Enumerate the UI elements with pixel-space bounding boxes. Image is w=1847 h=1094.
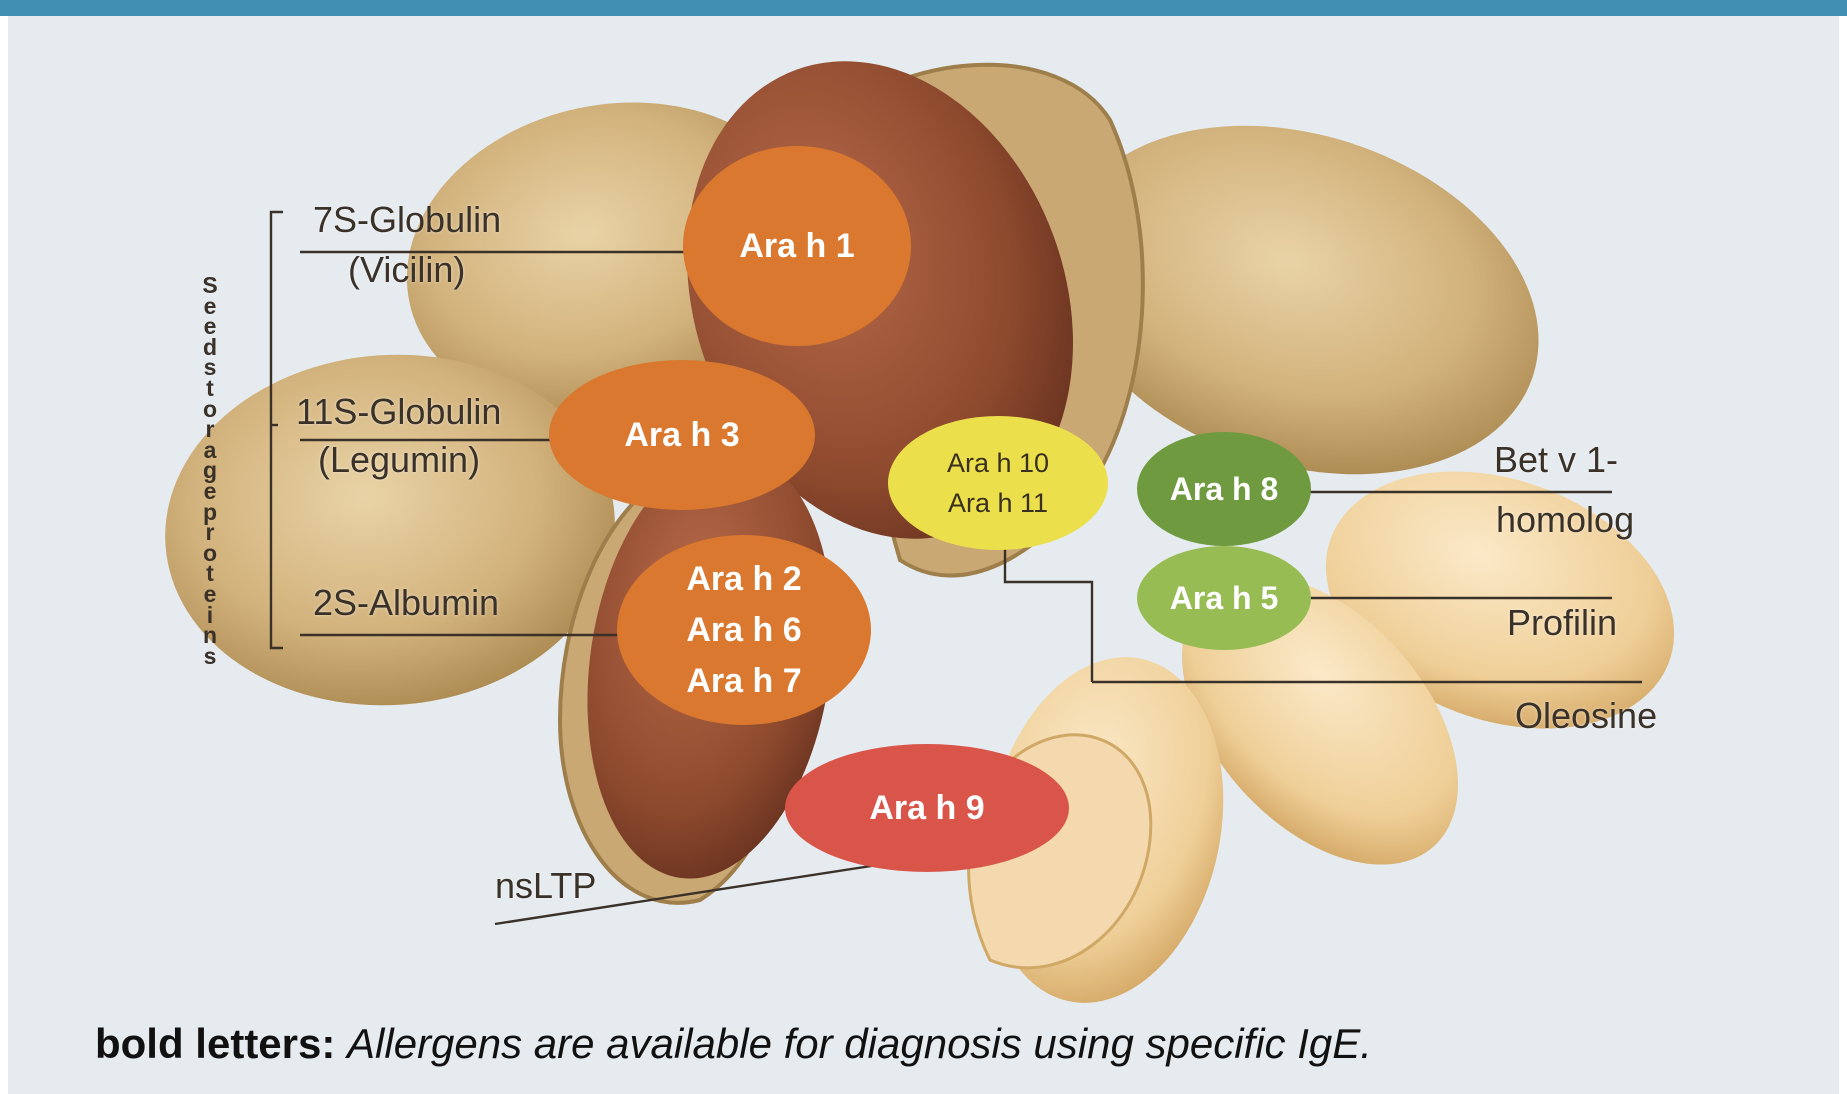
label-profilin: Profilin (1507, 605, 1617, 641)
label-vicilin: (Vicilin) (348, 252, 465, 288)
allergen-ara-h3: Ara h 3 (549, 360, 815, 510)
allergen-name: Ara h 3 (624, 416, 739, 455)
vertical-letter: s (198, 646, 222, 667)
allergen-name: Ara h 1 (739, 227, 854, 266)
allergen-name: Ara h 2 (686, 554, 801, 605)
allergen-ara-h5: Ara h 5 (1137, 546, 1311, 650)
allergen-ara-h8: Ara h 8 (1137, 432, 1311, 546)
label-nsltp: nsLTP (495, 868, 596, 904)
label-legumin: (Legumin) (318, 442, 480, 478)
allergen-name: Ara h 5 (1170, 580, 1278, 617)
label-bet-v1: Bet v 1- (1494, 442, 1618, 478)
allergen-name: Ara h 7 (686, 656, 801, 707)
allergen-name: Ara h 9 (869, 789, 984, 828)
label-2s-albumin: 2S-Albumin (313, 585, 499, 621)
footnote: bold letters: Allergens are available fo… (95, 1020, 1372, 1068)
allergen-name: Ara h 10 (947, 443, 1049, 483)
allergen-ara-h1: Ara h 1 (683, 146, 911, 346)
label-11s-globulin: 11S-Globulin (296, 394, 501, 430)
footnote-italic: Allergens are available for diagnosis us… (347, 1020, 1372, 1067)
allergen-name: Ara h 8 (1170, 471, 1278, 508)
allergen-name: Ara h 6 (686, 605, 801, 656)
allergen-ara-h9: Ara h 9 (785, 744, 1069, 872)
footnote-bold: bold letters: (95, 1020, 335, 1067)
label-homolog: homolog (1496, 502, 1634, 538)
allergen-name: Ara h 11 (948, 483, 1048, 523)
label-oleosine: Oleosine (1515, 698, 1657, 734)
label-7s-globulin: 7S-Globulin (313, 202, 501, 238)
